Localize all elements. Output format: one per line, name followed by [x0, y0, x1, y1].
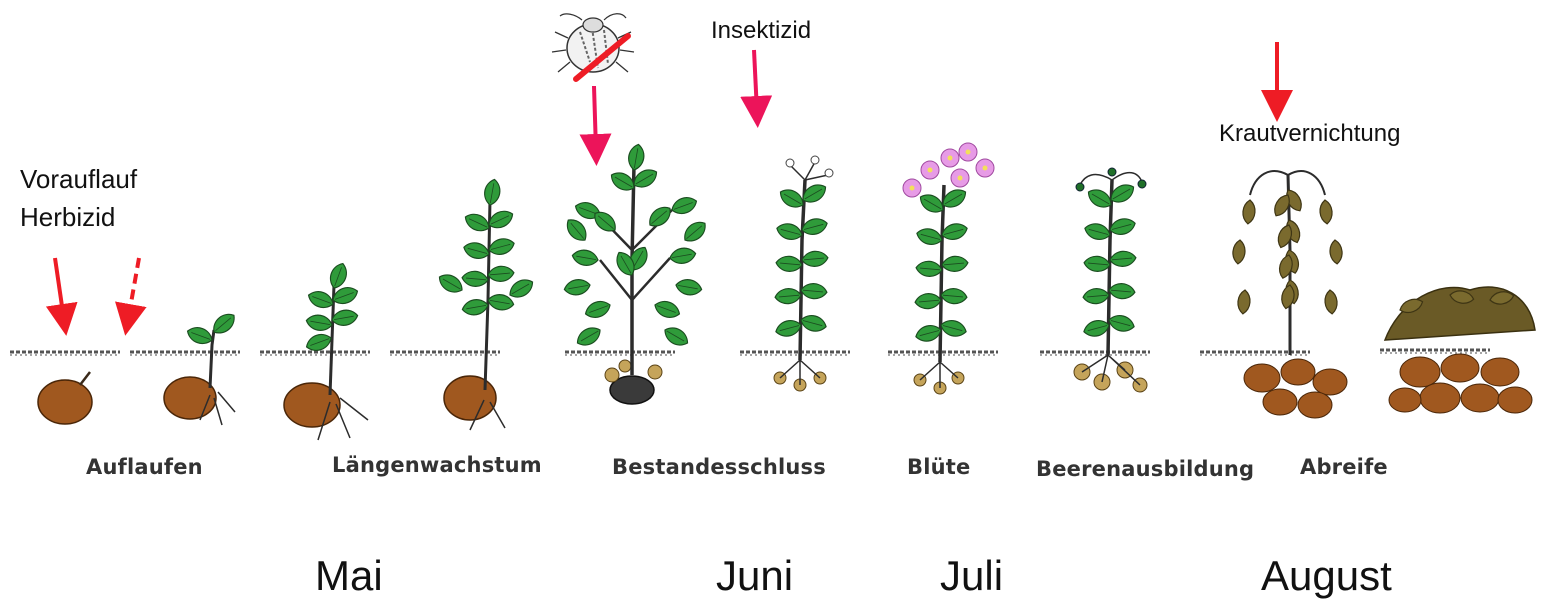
preemergence-label-line2: Herbizid	[20, 200, 115, 234]
plant-flowering	[903, 143, 994, 394]
stage-label-berry-formation: Beerenausbildung	[1036, 457, 1254, 481]
plant-elongation	[436, 178, 537, 430]
insecticide-label: Insektizid	[711, 14, 811, 48]
plant-canopy-closure	[563, 143, 710, 404]
beetle-arrow	[594, 86, 596, 150]
plant-ripening	[1232, 171, 1347, 418]
soil-line	[10, 350, 1490, 355]
preemergence-label-line1: Vorauflauf	[20, 162, 137, 196]
haulm-killing-label: Krautvernichtung	[1219, 117, 1400, 151]
stage-label-flowering: Blüte	[907, 455, 970, 479]
month-label-may: Mai	[315, 552, 383, 600]
plant-seed-tuber	[38, 372, 92, 424]
insecticide-arrow	[754, 50, 757, 112]
month-label-june: Juni	[716, 552, 793, 600]
stage-label-canopy-closure: Bestandesschluss	[612, 455, 826, 479]
stage-label-elongation: Längenwachstum	[332, 453, 542, 477]
stage-label-emergence: Auflaufen	[86, 455, 203, 479]
month-label-july: Juli	[940, 552, 1003, 600]
herbicide-arrow-solid	[55, 258, 64, 320]
crossed-out-colorado-beetle-icon	[552, 14, 634, 79]
plant-berry-formation	[1074, 168, 1147, 392]
herbicide-arrow-dashed	[128, 258, 139, 320]
plant-budding	[774, 156, 833, 391]
month-label-august: August	[1261, 552, 1392, 600]
plant-emergence	[164, 310, 239, 425]
stage-label-ripening: Abreife	[1300, 455, 1388, 479]
